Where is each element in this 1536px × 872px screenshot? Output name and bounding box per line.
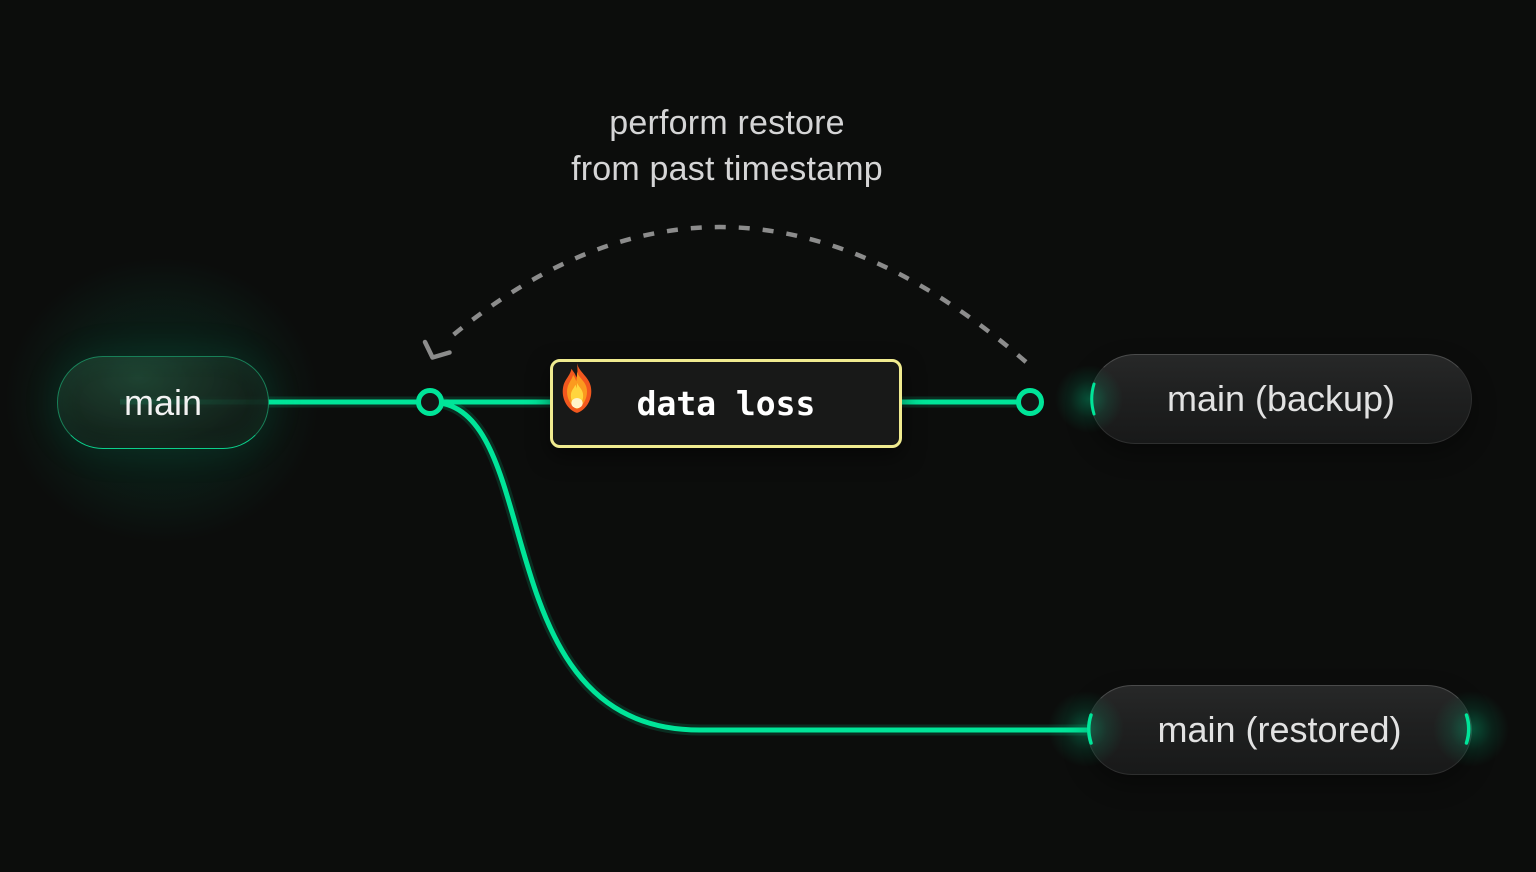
branch-point-connector [416, 388, 444, 416]
branch-node-backup-label: main (backup) [1166, 378, 1396, 419]
branch-node-backup: main (backup) [1090, 354, 1472, 444]
data-loss-event-box: data loss [550, 359, 902, 448]
branch-node-restored: main (restored) [1087, 685, 1472, 775]
branch-node-main-label: main [123, 381, 203, 423]
fire-icon [562, 363, 592, 413]
restore-arc-arrowhead-icon [422, 339, 452, 360]
branch-node-restored-label: main (restored) [1157, 709, 1402, 750]
backup-connector [1016, 388, 1044, 416]
restore-arc [444, 224, 1028, 364]
branch-node-main: main [57, 356, 269, 449]
restore-annotation: perform restore from past timestamp [477, 100, 977, 192]
data-loss-label: data loss [636, 384, 816, 423]
restore-annotation-line2: from past timestamp [571, 150, 883, 188]
restore-annotation-line1: perform restore [609, 104, 845, 142]
restore-branch-line [429, 399, 1090, 733]
